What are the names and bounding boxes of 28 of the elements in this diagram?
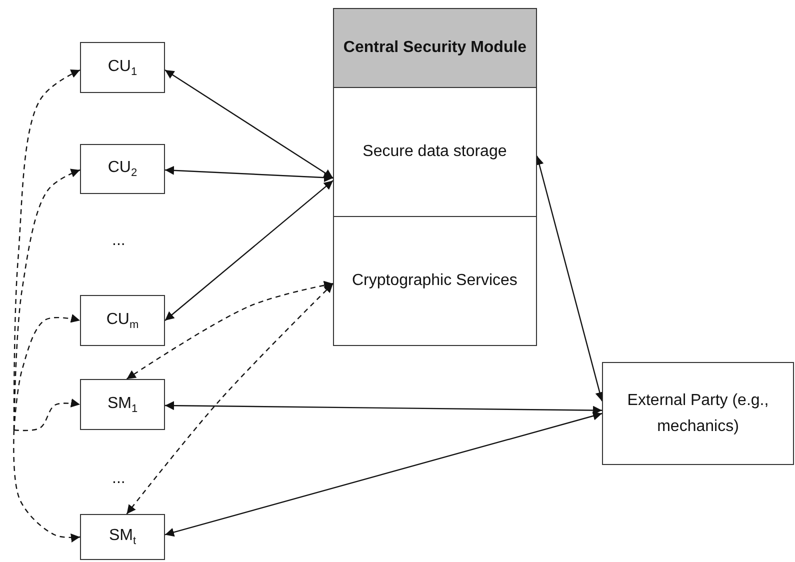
process-box bbox=[80, 144, 165, 194]
arrow bbox=[164, 166, 334, 182]
process-box bbox=[602, 362, 794, 465]
box-label: CU$_{2}$ bbox=[108, 158, 138, 182]
process-box bbox=[80, 379, 165, 430]
dashed-arrow bbox=[13, 314, 80, 430]
process-box bbox=[80, 42, 165, 93]
arrow bbox=[164, 70, 334, 178]
box-label: CU$_{m}$ bbox=[106, 310, 139, 333]
dashed-arrow bbox=[126, 280, 334, 380]
process-box bbox=[80, 295, 165, 346]
arrow bbox=[165, 401, 602, 415]
ellipsis-label: ... bbox=[112, 232, 126, 250]
ellipsis-label: ... bbox=[112, 470, 126, 488]
process-box bbox=[80, 514, 165, 560]
arrow bbox=[164, 180, 334, 321]
dashed-arrow bbox=[14, 398, 80, 432]
box-label: Secure data storage bbox=[362, 142, 507, 162]
module-box bbox=[333, 8, 537, 346]
box-label: CU$_{1}$ bbox=[108, 56, 138, 80]
box-label: External Party (e.g., mechanics) bbox=[626, 390, 770, 436]
dashed-arrow bbox=[126, 283, 334, 514]
module-title: Central Security Module bbox=[334, 9, 536, 88]
box-label: Cryptographic Services bbox=[352, 271, 518, 292]
box-label: SM$_{t}$ bbox=[108, 526, 136, 550]
box-label: SM$_{1}$ bbox=[107, 394, 138, 417]
arrow bbox=[164, 412, 602, 537]
dashed-arrow bbox=[13, 430, 80, 542]
